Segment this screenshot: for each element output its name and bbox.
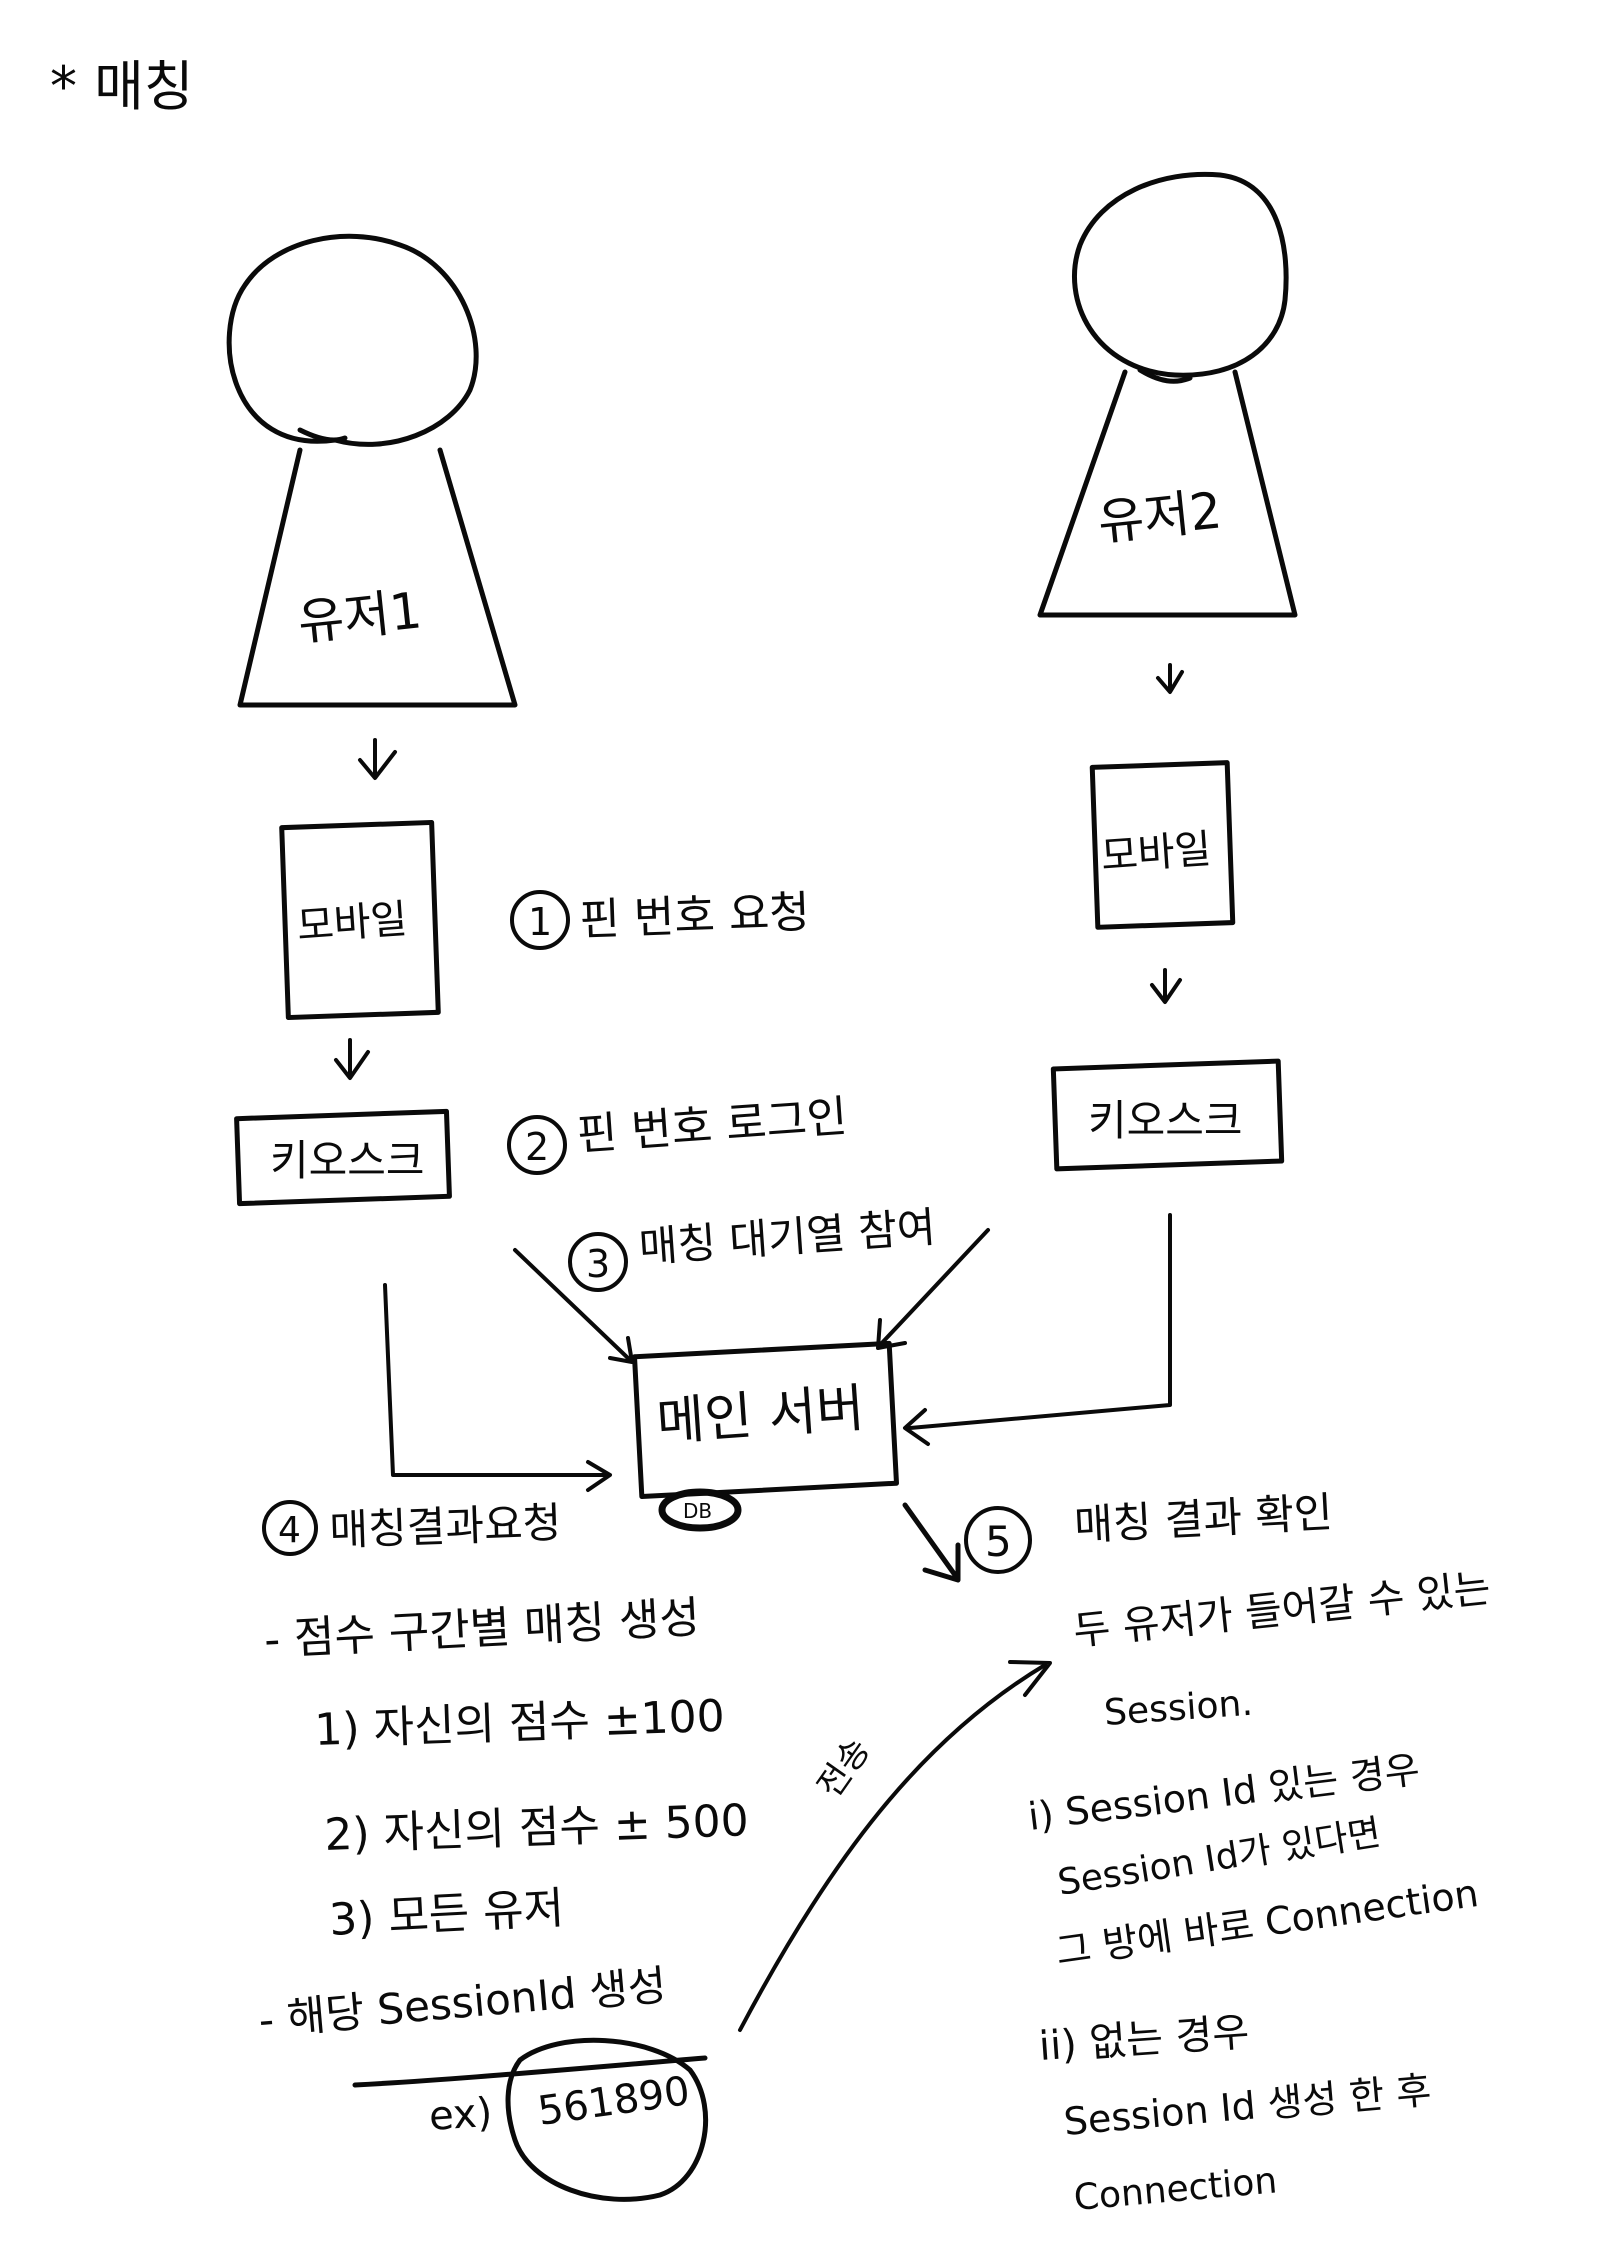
mobile-left-box xyxy=(279,819,441,1021)
step1-circle xyxy=(510,890,570,950)
step-3: 3 매칭 대기열 참여 xyxy=(568,1202,937,1292)
matching-rules: - 점수 구간별 매칭 생성 1) 자신의 점수 ±100 2) 자신의 점수 … xyxy=(257,1592,750,2202)
transmit-label: 전송 xyxy=(810,1731,879,1805)
db-badge-shape xyxy=(658,1488,742,1532)
user1-head-tick xyxy=(297,427,348,443)
step-4: 4 매칭결과요청 xyxy=(262,1498,562,1556)
arrow-mobile-to-kiosk-right xyxy=(1150,968,1182,1004)
arrow-mobile-to-kiosk-left xyxy=(334,1038,370,1080)
main-server-label: 메인 서버 xyxy=(655,1379,867,1453)
user2-head-tick xyxy=(1137,367,1193,384)
step3-circle xyxy=(568,1232,628,1292)
step5-label: 매칭 결과 확인 xyxy=(1073,1488,1334,1550)
case2-line-3: Connection xyxy=(1072,2160,1279,2219)
step-5: 5 매칭 결과 확인 xyxy=(964,1488,1334,1574)
step4-label: 매칭결과요청 xyxy=(329,1498,562,1555)
arrow-transmit: 전송 xyxy=(738,1660,1052,2032)
result-notes: 두 유저가 들어갈 수 있는 Session. i) Session Id 있는… xyxy=(1026,1565,1493,2219)
example-label: ex) xyxy=(427,2090,493,2140)
step5-number: 5 xyxy=(985,1517,1012,1566)
arrow-kiosk-left-to-server xyxy=(383,1283,612,1492)
step4-circle xyxy=(262,1500,318,1556)
mobile-right-label: 모바일 xyxy=(1099,826,1212,880)
user1-body xyxy=(237,447,518,708)
arrow-user2-to-mobile xyxy=(1156,663,1184,694)
matching-rules-header: - 점수 구간별 매칭 생성 xyxy=(263,1592,701,1666)
step2-number: 2 xyxy=(525,1125,549,1169)
mobile-right-box xyxy=(1089,760,1236,930)
db-badge: DB xyxy=(658,1488,742,1532)
kiosk-left-label: 키오스크 xyxy=(270,1136,425,1185)
kiosk-right-box xyxy=(1050,1058,1285,1172)
kiosk-left-box xyxy=(234,1108,452,1207)
user1-label: 유저1 xyxy=(295,581,424,652)
mobile-left-label: 모바일 xyxy=(295,896,408,950)
step2-label: 핀 번호 로그인 xyxy=(575,1091,849,1161)
case2-line-2: Session Id 생성 한 후 xyxy=(1062,2068,1433,2144)
arrow-server-to-step5 xyxy=(902,1502,961,1583)
step3-number: 3 xyxy=(586,1242,610,1286)
user1-figure: 유저1 xyxy=(226,233,518,708)
step3-label: 매칭 대기열 참여 xyxy=(637,1202,937,1272)
step1-number: 1 xyxy=(528,900,552,944)
step5-circle xyxy=(964,1506,1032,1574)
step4-number: 4 xyxy=(278,1510,301,1551)
result-line-2: Session. xyxy=(1103,1683,1254,1734)
matching-rule-1: 1) 자신의 점수 ±100 xyxy=(314,1691,726,1756)
user1-head xyxy=(226,233,479,447)
step-2: 2 핀 번호 로그인 xyxy=(507,1091,849,1175)
arrow-queue-left xyxy=(513,1248,634,1364)
main-server-box xyxy=(632,1340,899,1500)
example-value: 561890 xyxy=(535,2068,693,2135)
arrow-user1-to-mobile xyxy=(358,738,397,780)
user2-figure: 유저2 xyxy=(1037,171,1298,618)
db-badge-label: DB xyxy=(683,1499,712,1523)
case2-line-1: ii) 없는 경우 xyxy=(1037,2009,1250,2070)
result-line-1: 두 유저가 들어갈 수 있는 xyxy=(1071,1565,1492,1655)
matching-rule-2: 2) 자신의 점수 ± 500 xyxy=(324,1795,750,1861)
user2-body xyxy=(1037,369,1298,618)
arrow-kiosk-right-to-server xyxy=(903,1213,1172,1446)
user2-head xyxy=(1072,171,1289,378)
kiosk-right-label: 키오스크 xyxy=(1088,1096,1243,1145)
step-1: 1 핀 번호 요청 xyxy=(510,887,811,950)
step1-label: 핀 번호 요청 xyxy=(579,887,811,946)
arrow-queue-right xyxy=(876,1228,990,1350)
user2-label: 유저2 xyxy=(1095,481,1224,552)
page-title: * 매칭 xyxy=(50,55,194,118)
session-id-line: - 해당 SessionId 생성 xyxy=(257,1960,669,2044)
matching-rule-3: 3) 모든 유저 xyxy=(328,1883,565,1946)
example-circle xyxy=(505,2037,709,2202)
step2-circle xyxy=(507,1115,567,1175)
